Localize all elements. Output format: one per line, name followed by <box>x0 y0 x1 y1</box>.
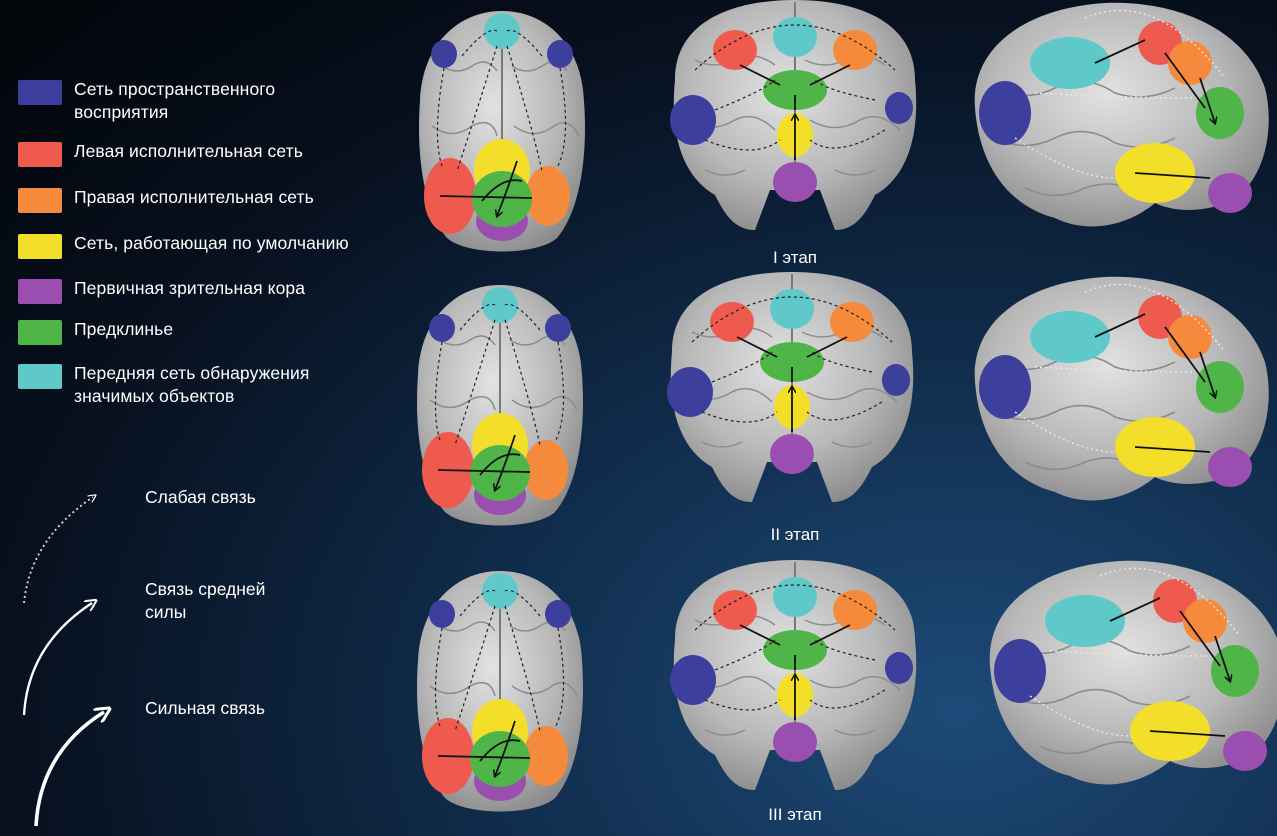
brain-top-view-stage-1 <box>419 11 585 252</box>
brain-top-view-stage-2 <box>417 285 583 526</box>
brain-front-view-stage-3 <box>670 560 916 790</box>
brain-side-view-stage-2 <box>975 277 1269 501</box>
stage-label-3: III этап <box>735 805 855 825</box>
brain-front-view-stage-1 <box>670 0 916 230</box>
brain-side-view-stage-3 <box>990 561 1277 785</box>
brain-top-view-stage-3 <box>417 571 583 812</box>
stage-label-1: I этап <box>735 248 855 268</box>
brain-side-view-stage-1 <box>975 3 1269 227</box>
stage-label-2: II этап <box>735 525 855 545</box>
brain-front-view-stage-2 <box>667 272 913 502</box>
